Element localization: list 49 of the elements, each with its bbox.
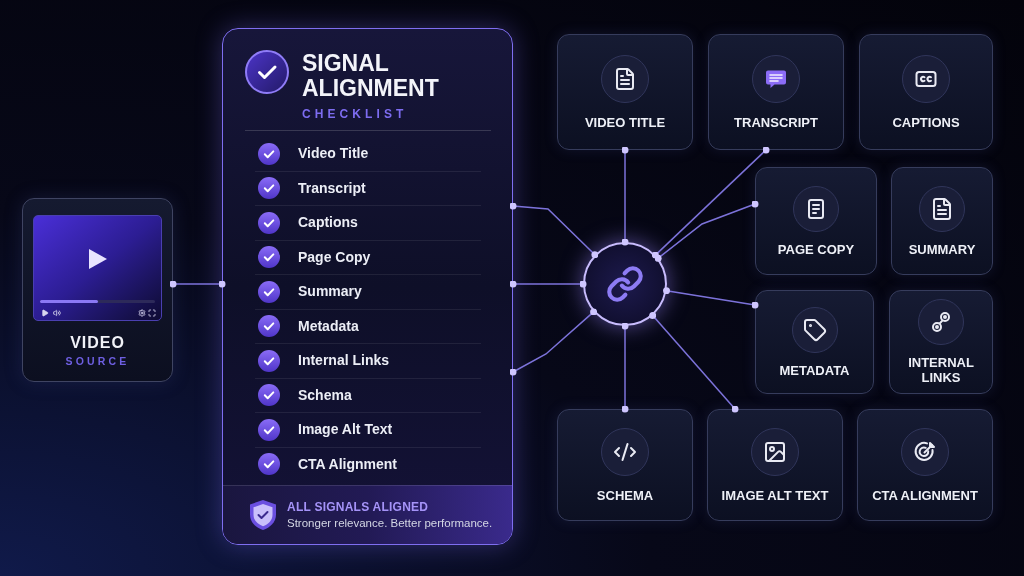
card-label: SUMMARY	[908, 241, 976, 257]
signal-card	[889, 290, 993, 394]
card-label: INTERNAL LINKS	[907, 355, 975, 385]
signal-card	[891, 167, 993, 275]
connector-line	[651, 146, 770, 259]
signal-card	[557, 409, 693, 521]
video-source-card	[22, 198, 173, 382]
card-label: SCHEMA	[596, 487, 654, 503]
card-label: VIDEO TITLE	[584, 114, 666, 130]
signal-card	[755, 167, 877, 275]
connector-line	[509, 280, 587, 288]
connector-line	[649, 312, 739, 413]
signal-card	[708, 34, 844, 150]
panel-subtitle: CHECKLIST	[302, 107, 409, 121]
checklist-panel	[222, 28, 513, 545]
connector-line	[169, 280, 226, 288]
checklist-item: Captions	[298, 214, 358, 232]
status-heading: ALL SIGNALS ALIGNED	[287, 499, 430, 515]
checklist-item: Video Title	[298, 145, 369, 163]
checklist-item: Page Copy	[298, 248, 371, 266]
checklist-item: Schema	[298, 386, 352, 404]
card-subtitle: SOURCE	[65, 354, 130, 368]
checklist-item: Metadata	[298, 317, 359, 335]
connector-line	[621, 322, 629, 413]
card-label: CTA ALIGNMENT	[872, 487, 978, 503]
connector-line	[654, 200, 759, 262]
checklist-item: Summary	[298, 283, 362, 301]
connector-line	[621, 146, 629, 246]
status-banner	[223, 485, 512, 544]
signal-card	[859, 34, 993, 150]
checklist-item: Image Alt Text	[298, 421, 393, 439]
status-text: Stronger relevance. Better performance.	[287, 515, 493, 531]
checklist-item: CTA Alignment	[298, 455, 398, 473]
card-label: IMAGE ALT TEXT	[721, 487, 829, 503]
signal-card	[857, 409, 993, 521]
card-label: METADATA	[779, 362, 850, 378]
connector-line	[509, 202, 599, 259]
checklist-item: Internal Links	[298, 352, 390, 370]
signal-card	[557, 34, 693, 150]
panel-title: SIGNAL ALIGNMENT	[302, 51, 440, 101]
card-label: TRANSCRIPT	[734, 114, 818, 130]
card-label: PAGE COPY	[777, 241, 855, 257]
signal-card	[755, 290, 874, 394]
connector-line	[509, 308, 598, 376]
connector-line	[663, 287, 759, 309]
card-label: CAPTIONS	[892, 114, 960, 130]
card-title: VIDEO	[70, 333, 125, 352]
checklist-item: Transcript	[298, 179, 366, 197]
signal-card	[707, 409, 843, 521]
